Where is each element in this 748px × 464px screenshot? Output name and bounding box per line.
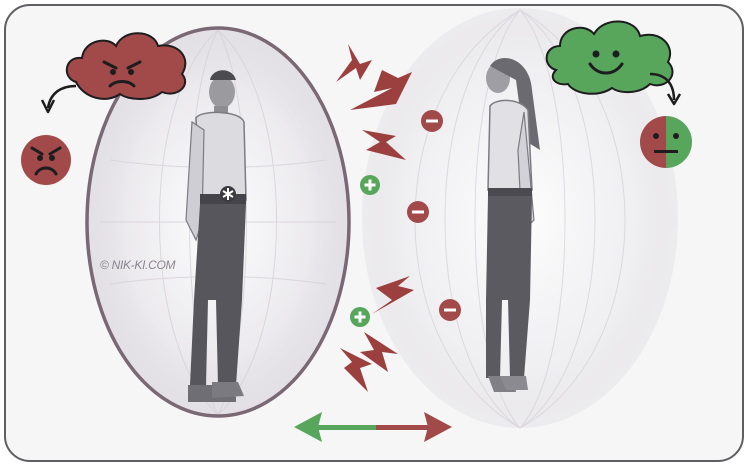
minus-icon: [439, 299, 461, 321]
double-arrow-icon: [294, 412, 452, 442]
minus-icon: [407, 201, 429, 223]
watermark-text: © NIK-KI.COM: [100, 258, 175, 272]
minus-icon: [421, 110, 443, 132]
angry-face-icon: [21, 135, 71, 185]
neutral-split-face-icon: [640, 116, 692, 168]
plus-icon: [360, 175, 380, 195]
lightning-bolt-icon: [336, 44, 372, 82]
happy-face-cloud-icon: [547, 21, 673, 93]
plus-icon: [350, 307, 370, 327]
